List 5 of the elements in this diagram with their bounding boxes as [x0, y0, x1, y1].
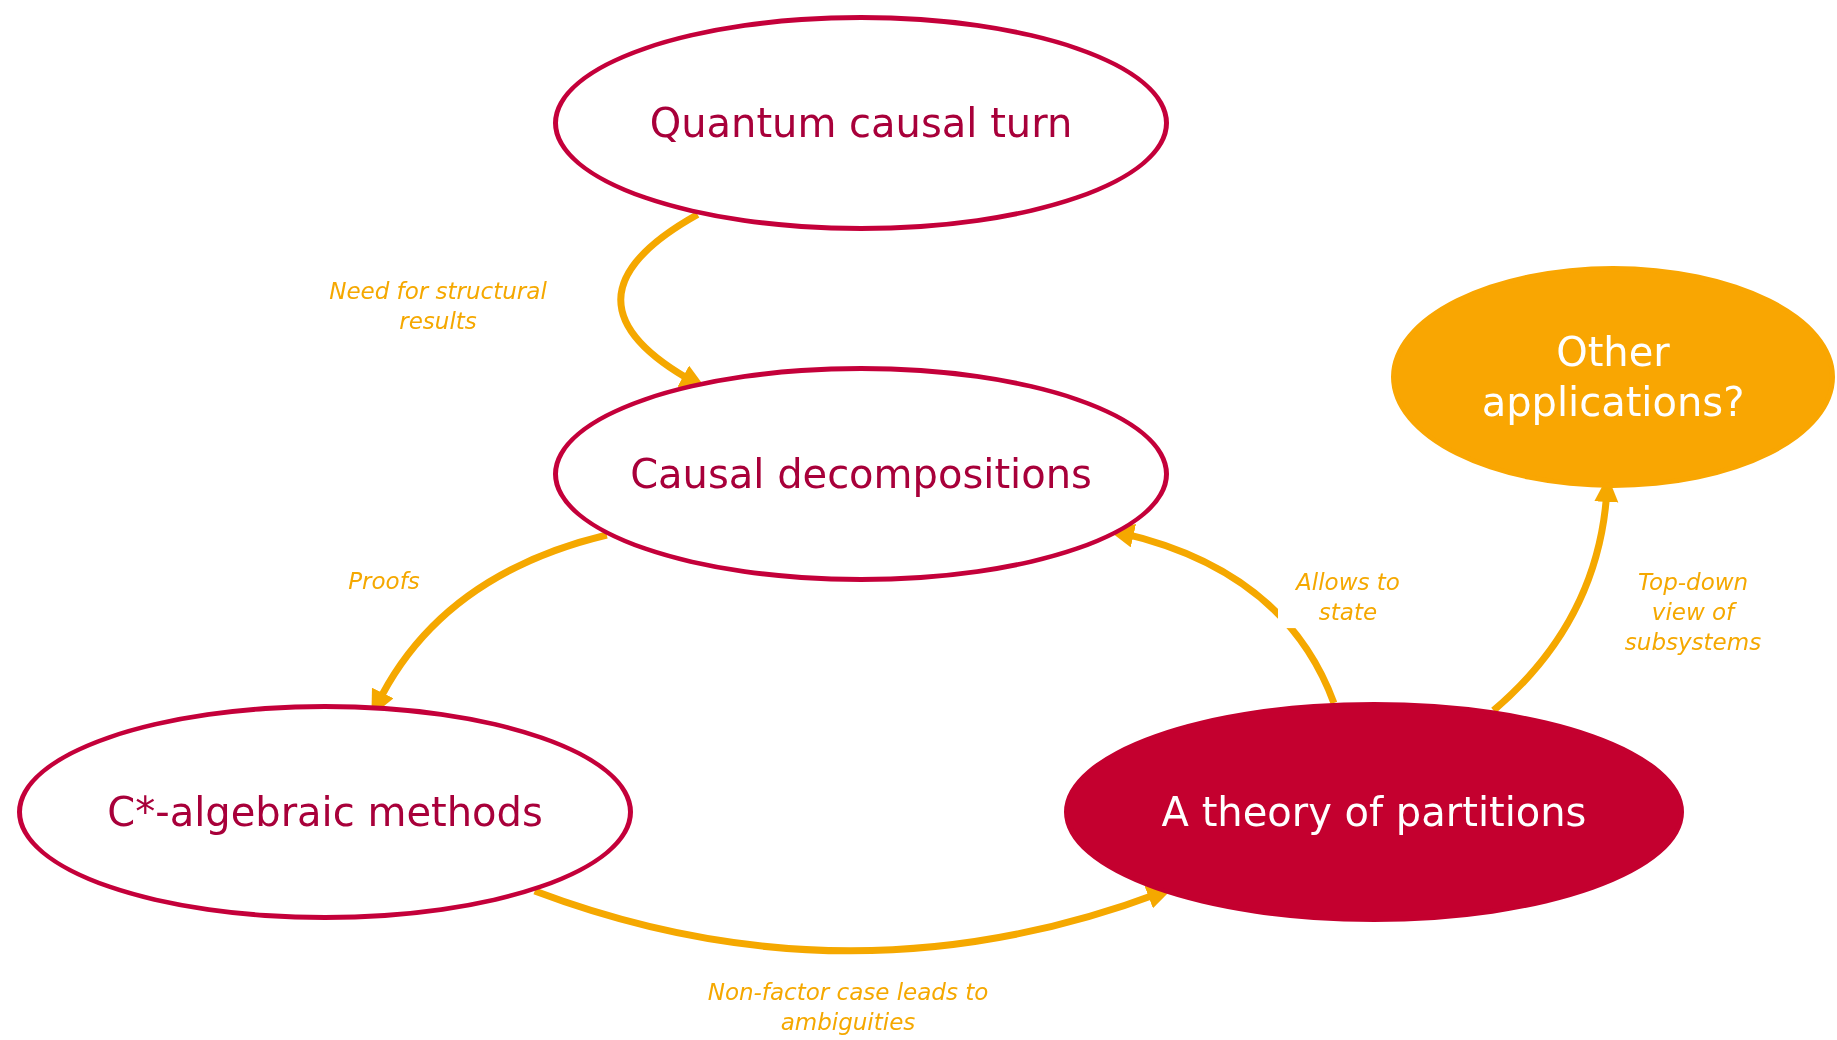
node-label: Quantum causal turn: [648, 99, 1074, 148]
node-label: Causal decompositions: [629, 450, 1093, 499]
node-label: C*-algebraic methods: [106, 788, 544, 837]
node-label: A theory of partitions: [1160, 788, 1588, 837]
node-label: Other applications?: [1480, 328, 1746, 427]
